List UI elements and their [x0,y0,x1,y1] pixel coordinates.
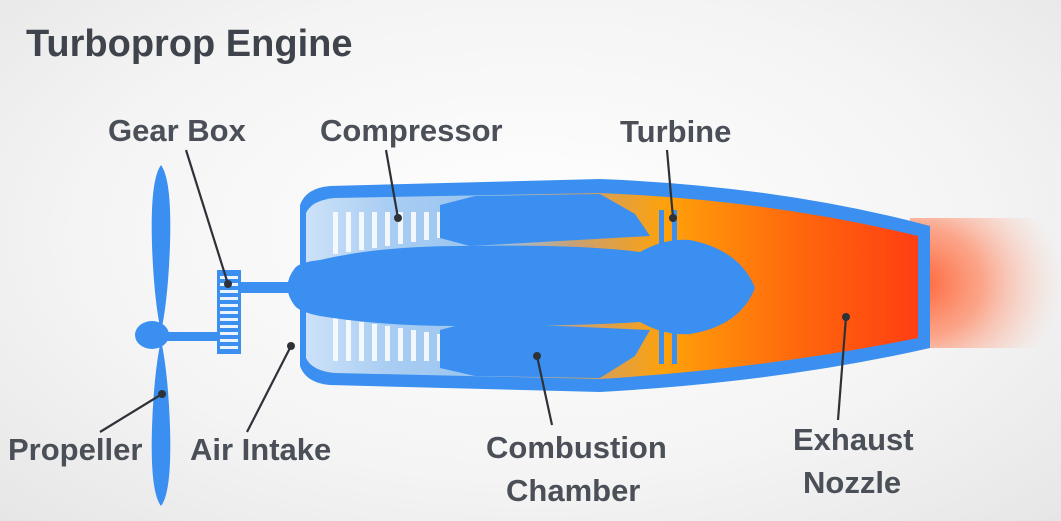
turbine-blades [659,210,677,364]
compressor-blades-upper [333,212,442,254]
label-exhaust-line1: Exhaust [793,422,914,457]
label-air-intake: Air Intake [190,432,331,467]
label-gear-box: Gear Box [108,113,247,148]
drive-shaft [240,282,300,293]
exhaust-plume [910,218,1061,348]
label-compressor: Compressor [320,113,503,148]
leader-compressor [384,149,400,219]
leader-lines [99,149,850,433]
leader-combustion [535,355,554,426]
label-propeller: Propeller [8,432,142,467]
label-combustion-line1: Combustion [486,430,667,465]
propeller-shaft [165,332,220,341]
compressor-blades-lower [333,318,442,361]
leader-gear-box [184,149,230,285]
label-combustion-line2: Chamber [506,473,640,508]
label-turbine: Turbine [620,114,731,149]
diagram-title: Turboprop Engine [26,23,352,65]
engine-core-shaft [287,239,755,335]
combustion-liner-upper [440,194,650,246]
leader-propeller [99,393,163,433]
label-exhaust-line2: Nozzle [803,465,901,500]
combustion-liner-lower [440,322,650,378]
propeller [135,165,171,506]
leader-air-intake [246,345,292,433]
leader-exhaust [836,316,848,421]
leader-turbine [665,149,675,219]
